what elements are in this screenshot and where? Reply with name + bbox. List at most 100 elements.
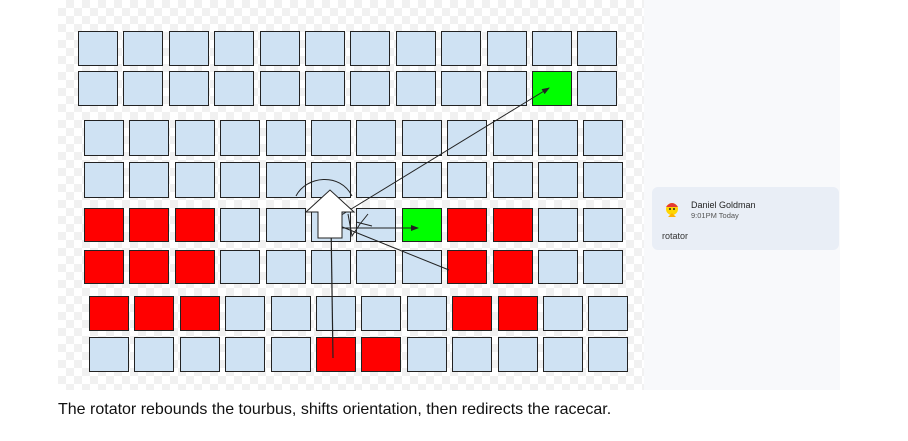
grid-cell: [407, 337, 447, 372]
grid-cell: [129, 120, 169, 156]
grid-cell: [316, 296, 356, 331]
comment-text: rotator: [662, 231, 689, 241]
grid-cell: [84, 120, 124, 156]
grid-cell: [84, 208, 124, 242]
line-to-upper-green: [329, 87, 550, 223]
grid-cell: [493, 250, 533, 284]
comment-author: Daniel Goldman: [691, 200, 756, 210]
grid-cell: [271, 337, 311, 372]
grid-cell: [225, 296, 265, 331]
grid-cell: [89, 337, 129, 372]
vertical-arrow: [327, 220, 335, 359]
caption: The rotator rebounds the tourbus, shifts…: [58, 401, 612, 418]
grid-cell: [175, 120, 215, 156]
grid-cell: [220, 250, 260, 284]
grid-cell: [447, 208, 487, 242]
grid-cell: [220, 162, 260, 198]
grid-cell: [361, 337, 401, 372]
grid-cell: [123, 31, 163, 66]
grid-cell: [129, 162, 169, 198]
grid-cell: [493, 162, 533, 198]
grid-cell: [260, 71, 300, 106]
grid-cell: [180, 337, 220, 372]
grid-cell: [498, 337, 538, 372]
grid-cell: [350, 31, 390, 66]
grid-cell: [214, 71, 254, 106]
grid-cell: [356, 208, 396, 242]
grid-cell: [169, 31, 209, 66]
grid-cell: [89, 296, 129, 331]
grid-cell: [538, 250, 578, 284]
grid-cell: [220, 208, 260, 242]
grid-cell: [271, 296, 311, 331]
grid-cell: [356, 120, 396, 156]
grid-cell: [356, 250, 396, 284]
comment-time: 9:01PM Today: [691, 211, 739, 220]
grid-cell: [361, 296, 401, 331]
grid-cell: [214, 31, 254, 66]
grid-cell: [356, 162, 396, 198]
grid-cell: [175, 162, 215, 198]
up-arrow-shape: [304, 189, 356, 239]
grid-cell: [532, 71, 572, 106]
grid-cell: [266, 250, 306, 284]
grid-cell: [225, 337, 265, 372]
grid-cell: [447, 250, 487, 284]
grid-cell: [220, 120, 260, 156]
grid-cell: [588, 296, 628, 331]
scribble: [347, 213, 373, 238]
line-to-red-cell: [329, 221, 450, 271]
grid-cell: [402, 120, 442, 156]
grid-cell: [129, 208, 169, 242]
grid-cell: [532, 31, 572, 66]
grid-cell: [396, 31, 436, 66]
grid-cell: [402, 208, 442, 242]
grid-cell: [583, 250, 623, 284]
grid-cell: [350, 71, 390, 106]
grid-cell: [452, 337, 492, 372]
grid-cell: [260, 31, 300, 66]
grid-cell: [487, 71, 527, 106]
comment-card[interactable]: Daniel Goldman 9:01PM Today rotator: [652, 187, 839, 250]
grid-cell: [266, 162, 306, 198]
grid-cell: [577, 71, 617, 106]
grid-cell: [402, 162, 442, 198]
grid-cell: [180, 296, 220, 331]
grid-cell: [577, 31, 617, 66]
grid-cell: [305, 71, 345, 106]
grid-cell: [441, 71, 481, 106]
grid-cell: [498, 296, 538, 331]
grid-cell: [84, 162, 124, 198]
grid-cell: [538, 120, 578, 156]
grid-cell: [129, 250, 169, 284]
grid-cell: [134, 337, 174, 372]
grid-cell: [543, 337, 583, 372]
grid-cell: [266, 120, 306, 156]
grid-cell: [134, 296, 174, 331]
grid-cell: [487, 31, 527, 66]
grid-cell: [538, 162, 578, 198]
grid-cell: [407, 296, 447, 331]
grid-cell: [84, 250, 124, 284]
grid-cell: [266, 208, 306, 242]
grid-cell: [169, 71, 209, 106]
grid-cell: [452, 296, 492, 331]
grid-cell: [78, 31, 118, 66]
grid-cell: [583, 162, 623, 198]
grid-cell: [78, 71, 118, 106]
grid-cell: [311, 120, 351, 156]
grid-cell: [123, 71, 163, 106]
grid-cell: [402, 250, 442, 284]
grid-cell: [175, 208, 215, 242]
avatar-icon: [666, 203, 678, 217]
grid-cell: [396, 71, 436, 106]
grid-cell: [543, 296, 583, 331]
grid-cell: [493, 208, 533, 242]
grid-cell: [583, 208, 623, 242]
grid-cell: [441, 31, 481, 66]
grid-cell: [588, 337, 628, 372]
grid-cell: [447, 162, 487, 198]
grid-cell: [175, 250, 215, 284]
grid-cell: [493, 120, 533, 156]
